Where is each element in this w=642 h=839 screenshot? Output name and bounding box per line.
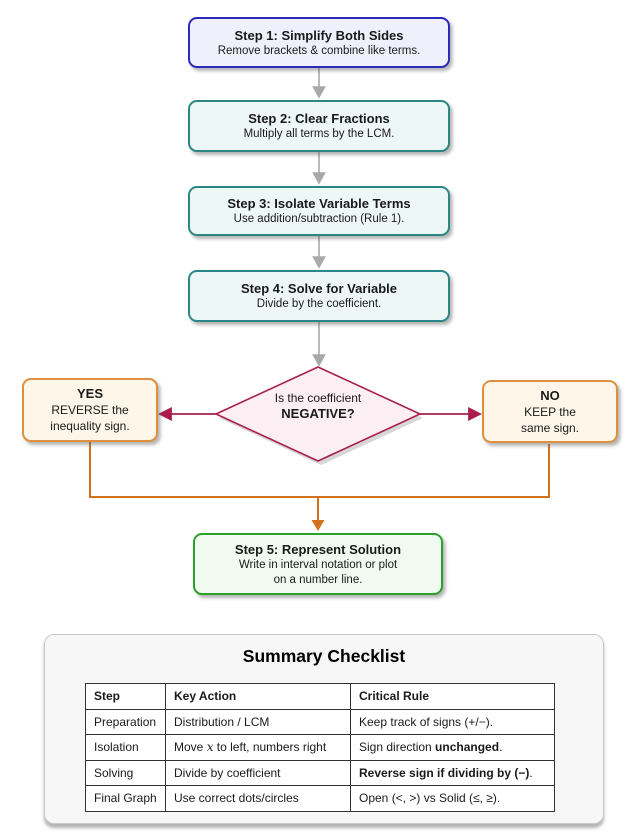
summary-title: Summary Checklist [242, 646, 406, 666]
no-line1: KEEP the [524, 404, 576, 419]
step3-box: Step 3: Isolate Variable Terms Use addit… [188, 186, 450, 236]
merge-connector-path [89, 442, 550, 498]
step5-box: Step 5: Represent Solution Write in inte… [193, 533, 443, 595]
decision-line1: Is the coefficient [274, 391, 362, 405]
arrowhead-no-icon [468, 407, 483, 421]
cell-text: Divide by coefficient [174, 765, 281, 780]
cell-step: Final Graph [85, 785, 166, 812]
cell-text: . [499, 740, 503, 755]
cell-text: Distribution / LCM [174, 714, 270, 729]
header-action: Key Action [165, 683, 351, 710]
step5-title: Step 5: Represent Solution [234, 541, 402, 557]
cell-text: Open (<, >) vs Solid (≤, ≥). [359, 791, 501, 806]
header-rule: Critical Rule [350, 683, 555, 710]
step4-title: Step 4: Solve for Variable [240, 281, 398, 296]
arrowhead-step1-step2-icon [312, 86, 326, 99]
checklist-body: Preparation Distribution / LCM Keep track … [85, 708, 555, 812]
step3-subtitle: Use addition/subtraction (Rule 1). [233, 213, 405, 225]
cell-step: Solving [85, 759, 166, 786]
no-label: NO [540, 387, 560, 403]
decision-label: Is the coefficient NEGATIVE? [238, 390, 398, 422]
checklist-table: Step Key Action Critical Rule Preparatio… [85, 683, 555, 812]
cell-text: Reverse sign if dividing by (−) [359, 765, 530, 780]
step1-box: Step 1: Simplify Both Sides Remove brack… [188, 17, 450, 68]
step4-subtitle: Divide by the coefficient. [256, 298, 382, 310]
cell-action: Distribution / LCM [165, 708, 351, 735]
decision-branch-arrows [157, 407, 483, 421]
checklist-row: Preparation Distribution / LCM Keep track … [85, 708, 555, 735]
step1-subtitle: Remove brackets & combine like terms. [217, 44, 421, 57]
merge-connector [89, 442, 550, 521]
arrowhead-step4-decision-icon [312, 354, 326, 367]
yes-label: YES [76, 386, 103, 401]
arrowhead-step2-step3-icon [312, 172, 326, 185]
step1-title: Step 1: Simplify Both Sides [234, 27, 404, 43]
cell-action: Divide by coefficient [165, 759, 351, 786]
step5-subtitle-line1: Write in interval notation or plot [238, 558, 398, 571]
step-arrows [312, 68, 326, 367]
checklist-row: Final Graph Use correct dots/circles Open … [85, 785, 555, 812]
cell-text: x [206, 740, 214, 755]
cell-step: Isolation [85, 734, 166, 761]
cell-step: Preparation [85, 708, 166, 735]
yes-box: YES REVERSE the inequality sign. [22, 378, 158, 442]
summary-panel: Summary Checklist Step Key Action Critic… [44, 634, 604, 824]
cell-text: Move [174, 740, 207, 755]
cell-rule: Open (<, >) vs Solid (≤, ≥). [350, 785, 555, 812]
cell-text: . [529, 765, 533, 780]
checklist-header-row: Step Key Action Critical Rule [85, 683, 555, 710]
cell-rule: Reverse sign if dividing by (−). [350, 759, 555, 786]
checklist-row: Solving Divide by coefficient Reverse sign… [85, 759, 555, 786]
step5-subtitle-line2: on a number line. [273, 573, 363, 586]
arrowhead-step5-icon [311, 520, 325, 531]
step2-box: Step 2: Clear Fractions Multiply all ter… [188, 100, 450, 152]
header-step: Step [85, 683, 166, 710]
step2-subtitle: Multiply all terms by the LCM. [243, 128, 395, 140]
cell-text: unchanged [435, 740, 500, 755]
step4-box: Step 4: Solve for Variable Divide by the… [188, 270, 450, 322]
decision-line2: NEGATIVE? [281, 406, 355, 421]
cell-rule: Keep track of signs (+/−). [350, 708, 555, 735]
yes-line2: inequality sign. [50, 419, 130, 433]
cell-rule: Sign direction unchanged. [350, 734, 555, 761]
cell-text: Keep track of signs (+/−). [359, 714, 494, 729]
yes-line1: REVERSE the [51, 403, 129, 417]
step2-title: Step 2: Clear Fractions [248, 111, 390, 126]
arrowhead-step3-step4-icon [312, 256, 326, 269]
cell-action: Use correct dots/circles [165, 785, 351, 812]
step3-title: Step 3: Isolate Variable Terms [227, 196, 411, 211]
cell-text: Sign direction [359, 740, 436, 755]
arrowhead-yes-icon [157, 407, 172, 421]
cell-text: Use correct dots/circles [174, 791, 299, 806]
decision-diamond [214, 366, 422, 462]
cell-text: to left, numbers right [213, 740, 327, 755]
no-box: NO KEEP the same sign. [482, 380, 618, 443]
no-line2: same sign. [520, 420, 580, 435]
cell-action: Move x to left, numbers right [165, 734, 351, 761]
